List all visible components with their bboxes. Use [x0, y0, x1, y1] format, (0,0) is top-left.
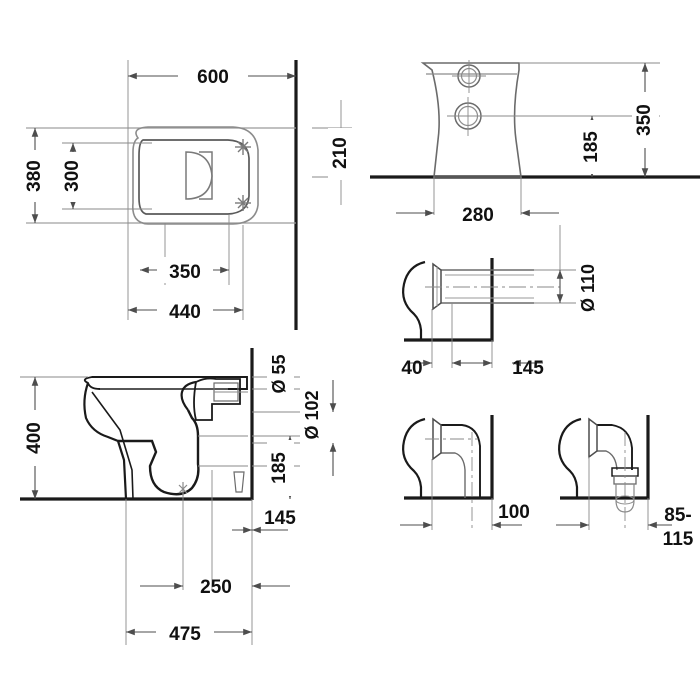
dim-55-label: Ø 55: [269, 354, 289, 393]
dim-210-label: 210: [330, 137, 351, 169]
dim-440: 440: [128, 297, 243, 323]
side-outlet-socket: [198, 435, 248, 493]
dim-145-side-label: 145: [264, 508, 296, 529]
dim-100: 100: [400, 502, 530, 529]
view-horizontal-outlet: Ø 110 40 145: [401, 225, 603, 379]
vert-extension-lines: [431, 459, 493, 530]
dim-100-label: 100: [498, 502, 530, 523]
dim-115-label: 115: [663, 529, 694, 550]
dim-55: Ø 55: [267, 345, 294, 403]
plan-inner-rim: [138, 139, 250, 215]
dim-145-side: 145: [232, 508, 296, 534]
dim-85-label: 85-: [664, 505, 691, 526]
view-vertical-outlet: 100: [400, 415, 530, 530]
dim-280-label: 280: [462, 205, 494, 226]
dim-440-label: 440: [169, 302, 201, 323]
floor-bend-outer: [597, 424, 633, 470]
horiz-extension-lines: [431, 225, 600, 368]
view-side-section: 400 Ø 55 Ø 102 185 145: [20, 345, 337, 645]
dim-250: 250: [140, 577, 290, 598]
side-extension-lines: [20, 376, 320, 645]
dim-400-label: 400: [24, 422, 45, 454]
floor-bend-inner: [597, 450, 618, 471]
dim-300: 300: [60, 143, 87, 209]
floor-outlet-flange: [588, 417, 598, 459]
elevation-extension-lines: [433, 62, 660, 215]
plan-outer-rim: [131, 126, 259, 225]
vert-wall-corner: [404, 415, 494, 500]
horiz-outlet-spigot: [432, 262, 534, 311]
dim-210: 210: [312, 100, 355, 205]
dim-145-mid-label: 145: [512, 358, 544, 379]
side-trap-section: [118, 409, 200, 496]
side-pedestal-inner: [91, 391, 134, 500]
side-seat-rim: [83, 376, 248, 390]
dim-350-plan-label: 350: [169, 262, 201, 283]
dim-185-side-label: 185: [269, 452, 290, 484]
dim-350-elev-label: 350: [634, 104, 655, 136]
dim-350-plan: 350: [140, 257, 229, 283]
dim-380: 380: [22, 128, 49, 223]
horiz-pan-profile: [402, 260, 426, 340]
floor-wall-corner: [560, 415, 650, 500]
dim-102-label: Ø 102: [302, 390, 322, 439]
vert-bend-inner: [441, 452, 466, 498]
vert-centrelines: [425, 432, 478, 530]
view-front-elevation: 350 185 280: [370, 60, 700, 226]
side-fixing-mark: [178, 482, 188, 496]
side-inlet-fitting: [193, 377, 248, 421]
vert-pan-profile: [402, 417, 426, 498]
vert-bend-outer: [441, 424, 481, 498]
side-trap-upper: [180, 380, 197, 411]
plan-water-spot-tail: [199, 151, 213, 200]
dim-40-label: 40: [401, 358, 422, 379]
plan-bolt-marks: [235, 139, 251, 211]
dim-400: 400: [22, 377, 49, 499]
dim-475: 475: [126, 619, 252, 645]
dim-40: 40: [401, 358, 476, 379]
dim-600-label: 600: [197, 67, 229, 88]
dim-110: Ø 110: [556, 258, 603, 320]
plan-water-spot: [185, 151, 213, 200]
dim-185-side: 185: [267, 436, 294, 499]
elevation-bolt-lower: [447, 97, 489, 136]
dim-110-label: Ø 110: [578, 264, 598, 312]
dim-185-elev-label: 185: [581, 131, 602, 163]
dim-185-elev: 185: [579, 116, 606, 177]
dim-85-115: 85- 115: [556, 505, 694, 550]
elevation-bolt-upper: [452, 60, 486, 93]
dim-350-elev: 350: [632, 63, 659, 177]
view-floor-outlet: 85- 115: [556, 415, 694, 550]
vert-outlet-flange: [432, 417, 442, 461]
dim-380-label: 380: [24, 160, 45, 192]
dim-102: Ø 102: [300, 380, 337, 476]
dim-300-label: 300: [62, 160, 83, 192]
floor-pan-profile: [558, 417, 582, 498]
view-plan: 600 380 300 350 440: [22, 60, 298, 330]
dim-475-label: 475: [169, 624, 201, 645]
side-pedestal-front: [83, 382, 128, 500]
elevation-body-outline: [420, 62, 522, 178]
dim-600: 600: [128, 62, 296, 88]
dim-280: 280: [396, 205, 559, 226]
dim-250-label: 250: [200, 577, 232, 598]
dim-145-mid: 145: [470, 358, 544, 379]
